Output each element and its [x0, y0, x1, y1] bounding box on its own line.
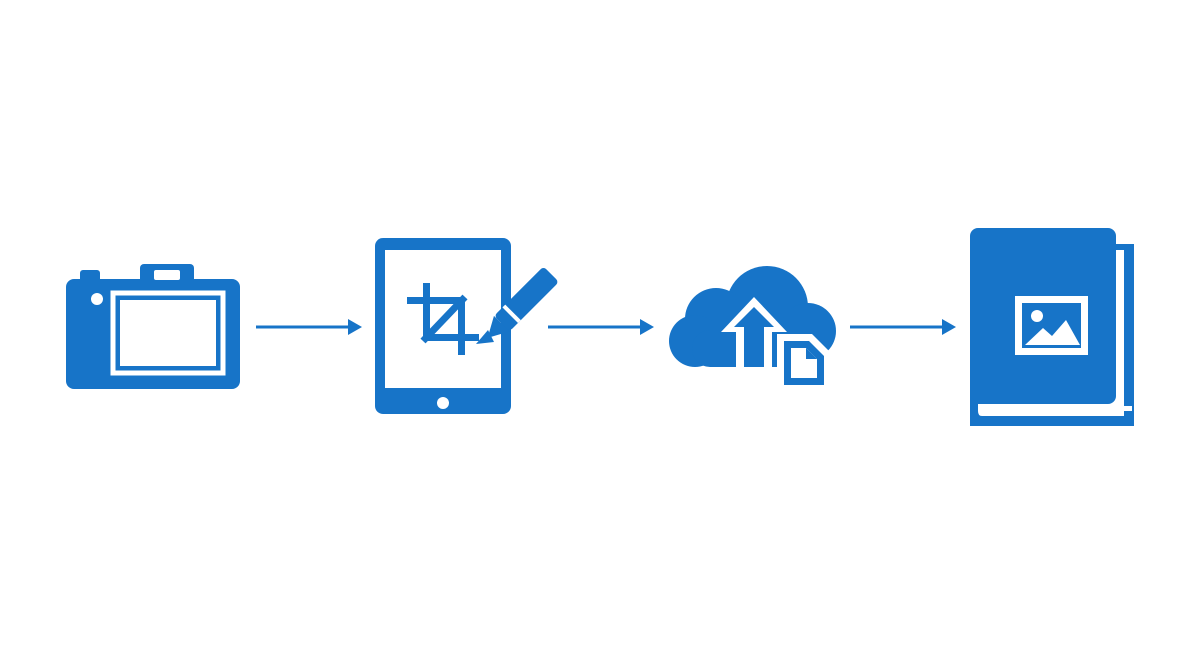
camera-icon	[66, 264, 240, 389]
tablet-crop-edit-icon	[375, 238, 558, 414]
cloud-upload-icon	[669, 266, 836, 392]
flow-arrow	[548, 319, 654, 335]
flow-arrow	[256, 319, 362, 335]
flow-arrow	[850, 319, 956, 335]
photo-book-icon	[970, 228, 1134, 426]
